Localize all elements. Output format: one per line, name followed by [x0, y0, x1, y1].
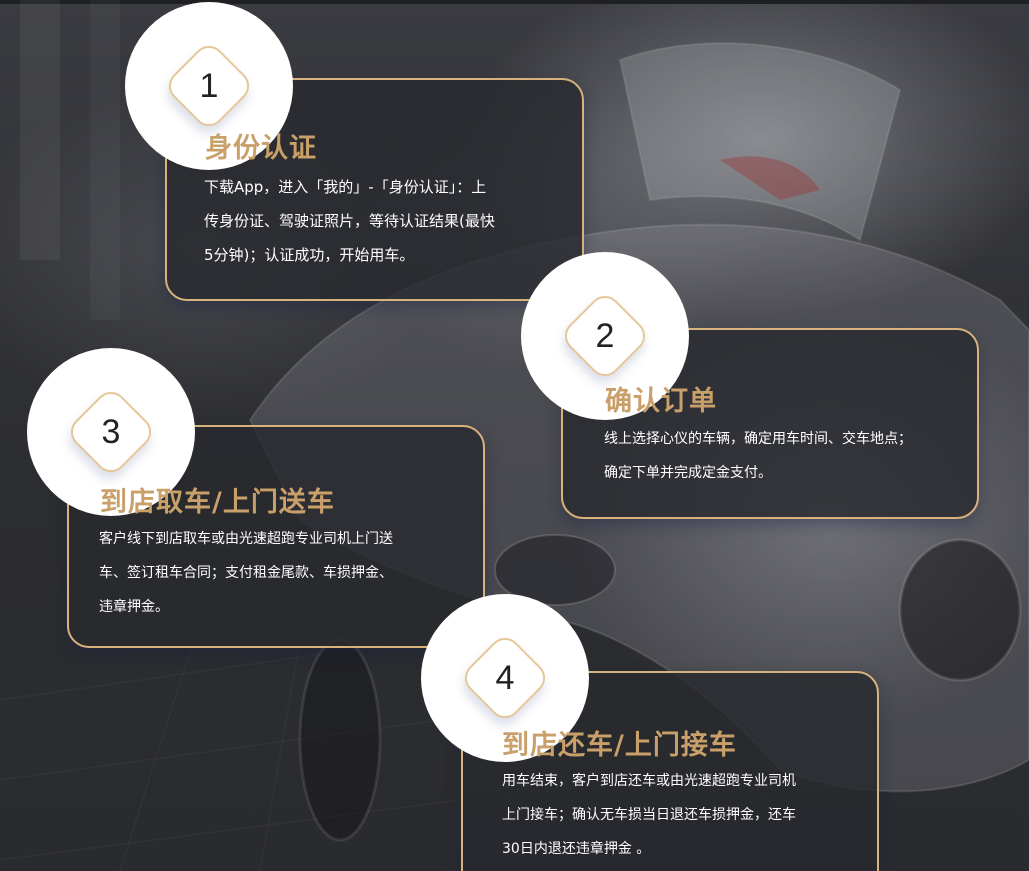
step-description: 用车结束，客户到店还车或由光速超跑专业司机 上门接车；确认无车损当日退还车损押金…: [502, 764, 796, 866]
step-badge-4: 4: [421, 594, 589, 762]
step-badge-1: 1: [125, 2, 293, 170]
step-number: 2: [595, 317, 615, 355]
description-line: 传身份证、驾驶证照片，等待认证结果(最快: [204, 212, 495, 230]
description-line: 上门接车；确认无车损当日退还车损押金，还车: [502, 807, 796, 823]
description-line: 30日内退还违章押金 。: [502, 841, 651, 857]
step-description: 下载App，进入「我的」-「身份认证」：上 传身份证、驾驶证照片，等待认证结果(…: [204, 170, 495, 272]
step-title: 身份认证: [205, 133, 317, 164]
description-line: 下载App，进入「我的」-「身份认证」：上: [204, 178, 487, 196]
step-description: 客户线下到店取车或由光速超跑专业司机上门送 车、签订租车合同；支付租金尾款、车损…: [99, 522, 393, 624]
description-line: 线上选择心仪的车辆，确定用车时间、交车地点；: [604, 431, 912, 447]
top-bar: [0, 0, 1029, 4]
step-title: 到店还车/上门接车: [502, 730, 737, 761]
description-line: 用车结束，客户到店还车或由光速超跑专业司机: [502, 773, 796, 789]
step-number: 4: [495, 659, 515, 697]
step-card-2: [561, 328, 979, 519]
description-line: 客户线下到店取车或由光速超跑专业司机上门送: [99, 531, 393, 547]
description-line: 确定下单并完成定金支付。: [604, 465, 772, 481]
step-title: 确认订单: [605, 386, 717, 417]
step-number: 3: [101, 413, 121, 451]
step-badge-2: 2: [521, 252, 689, 420]
step-description: 线上选择心仪的车辆，确定用车时间、交车地点； 确定下单并完成定金支付。: [604, 422, 912, 490]
description-line: 违章押金。: [99, 599, 169, 615]
step-title: 到店取车/上门送车: [100, 487, 335, 518]
step-badge-3: 3: [27, 348, 195, 516]
description-line: 车、签订租车合同；支付租金尾款、车损押金、: [99, 565, 393, 581]
step-number: 1: [199, 67, 219, 105]
description-line: 5分钟)；认证成功，开始用车。: [204, 246, 415, 264]
